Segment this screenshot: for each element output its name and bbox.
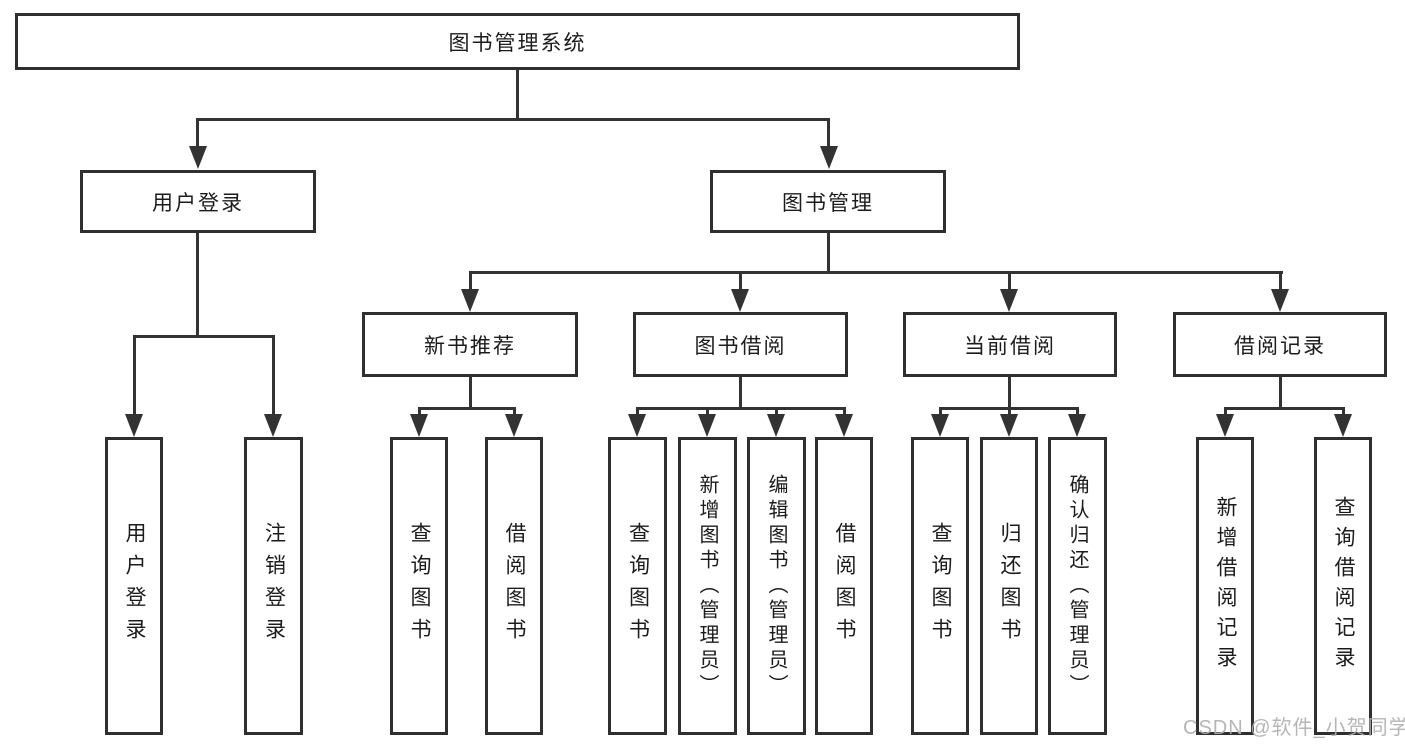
leaf-borrow-books-recommend: 借阅图书 bbox=[485, 437, 543, 735]
leaf-query-books-borrowing: 查询图书 bbox=[608, 437, 667, 735]
connector-line bbox=[469, 377, 472, 409]
connector-line bbox=[1342, 407, 1345, 417]
node-book-management: 图书管理 bbox=[710, 170, 946, 233]
arrowhead-icon bbox=[820, 146, 838, 169]
arrowhead-icon bbox=[731, 289, 749, 312]
leaf-add-books-admin: 新增图书（管理员） bbox=[678, 437, 737, 735]
connector-line bbox=[827, 233, 830, 273]
arrowhead-icon bbox=[1216, 414, 1234, 437]
connector-line bbox=[272, 335, 275, 415]
leaf-edit-books-admin: 编辑图书（管理员） bbox=[747, 437, 806, 735]
leaf-user-login: 用户登录 bbox=[105, 437, 163, 735]
arrowhead-icon bbox=[125, 414, 143, 437]
arrowhead-icon bbox=[1000, 414, 1018, 437]
node-book-borrowing: 图书借阅 bbox=[633, 312, 848, 377]
arrowhead-icon bbox=[767, 414, 785, 437]
arrowhead-icon bbox=[698, 414, 716, 437]
connector-line bbox=[775, 407, 778, 417]
connector-line bbox=[133, 335, 275, 338]
arrowhead-icon bbox=[189, 146, 207, 169]
connector-line bbox=[516, 70, 519, 120]
connector-line bbox=[1008, 377, 1011, 409]
leaf-query-borrow-record: 查询借阅记录 bbox=[1314, 437, 1372, 735]
arrowhead-icon bbox=[1068, 414, 1086, 437]
leaf-logout-login: 注销登录 bbox=[244, 437, 303, 735]
connector-line bbox=[939, 407, 942, 417]
arrowhead-icon bbox=[461, 289, 479, 312]
connector-line bbox=[196, 118, 199, 148]
connector-line bbox=[1279, 271, 1282, 291]
arrowhead-icon bbox=[410, 414, 428, 437]
leaf-query-books-recommend: 查询图书 bbox=[390, 437, 448, 735]
node-library-management-system: 图书管理系统 bbox=[15, 13, 1020, 70]
connector-line bbox=[1008, 407, 1011, 417]
connector-line bbox=[1224, 407, 1227, 417]
node-borrowing-records: 借阅记录 bbox=[1173, 312, 1387, 377]
connector-line bbox=[513, 407, 516, 417]
connector-line bbox=[1224, 407, 1345, 410]
node-new-book-recommendation: 新书推荐 bbox=[362, 312, 578, 377]
connector-line bbox=[636, 407, 846, 410]
connector-line bbox=[196, 118, 830, 121]
connector-line bbox=[418, 407, 516, 410]
connector-line bbox=[196, 233, 199, 337]
leaf-return-books: 归还图书 bbox=[980, 437, 1038, 735]
node-user-login: 用户登录 bbox=[80, 170, 316, 233]
arrowhead-icon bbox=[931, 414, 949, 437]
leaf-borrow-books: 借阅图书 bbox=[815, 437, 873, 735]
arrowhead-icon bbox=[264, 414, 282, 437]
connector-line bbox=[1279, 377, 1282, 409]
connector-line bbox=[133, 335, 136, 415]
arrowhead-icon bbox=[628, 414, 646, 437]
node-current-borrowing: 当前借阅 bbox=[903, 312, 1117, 377]
connector-line bbox=[1008, 271, 1011, 291]
connector-line bbox=[843, 407, 846, 417]
connector-line bbox=[418, 407, 421, 417]
csdn-watermark: CSDN @软件_小贺同学 bbox=[1183, 717, 1405, 739]
arrowhead-icon bbox=[1000, 289, 1018, 312]
leaf-query-books-current: 查询图书 bbox=[911, 437, 969, 735]
arrowhead-icon bbox=[1334, 414, 1352, 437]
connector-line bbox=[636, 407, 639, 417]
leaf-add-borrow-record: 新增借阅记录 bbox=[1196, 437, 1254, 735]
connector-line bbox=[739, 377, 742, 409]
arrowhead-icon bbox=[505, 414, 523, 437]
arrowhead-icon bbox=[1271, 289, 1289, 312]
arrowhead-icon bbox=[835, 414, 853, 437]
connector-line bbox=[1076, 407, 1079, 417]
leaf-confirm-return-admin: 确认归还（管理员） bbox=[1048, 437, 1107, 735]
connector-line bbox=[827, 118, 830, 148]
connector-line bbox=[469, 271, 472, 291]
connector-line bbox=[739, 271, 742, 291]
connector-line bbox=[706, 407, 709, 417]
connector-line bbox=[469, 271, 1283, 274]
